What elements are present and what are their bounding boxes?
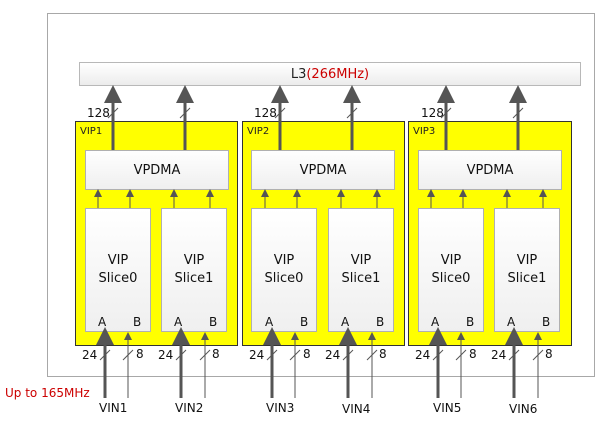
vip2-in0-width-a: 24 [249,348,265,362]
slice-line2: Slice1 [174,271,214,286]
vpdma-label: VPDMA [299,162,347,178]
slice-line1: VIP [350,253,372,268]
l3-frequency: (266MHz) [306,66,370,82]
vin-port-b-slash [532,349,544,361]
vip3-slice1-port-a: A [507,315,516,329]
vip1-slice1-port-b: B [209,315,218,329]
vpdma-label: VPDMA [466,162,514,178]
l3-interconnect: L3(266MHz) [79,62,581,86]
slice-line1: VIP [273,253,295,268]
slice-line2: Slice0 [98,271,138,286]
vip2-bus-slash [346,107,358,119]
vin-port-b-slash [455,349,467,361]
vin3-label: VIN3 [266,401,295,415]
vin-port-b-slash [366,349,378,361]
vip2-in0-width-b: 8 [303,347,311,361]
vin-port-a-slash [99,349,111,361]
vip1-slice0-port-b: B [133,315,142,329]
vip3-label: VIP3 [413,126,436,137]
l3-label: L3 [290,66,307,82]
slice-line2: Slice0 [264,271,304,286]
vip2-slice1-port-b: B [376,315,385,329]
vip1-slice0-port-a: A [98,315,107,329]
vip2-bus-width: 128 [254,106,277,120]
vin-port-a-slash [342,349,354,361]
vin-port-a-slash [508,349,520,361]
vip3-in1-width-b: 8 [545,347,553,361]
vip2-bus-slash [274,107,286,119]
vip2-vpdma: VPDMA [251,150,395,190]
vip1-in1-width-a: 24 [158,348,174,362]
vip3-slice1: VIP Slice1 [494,208,560,332]
vip3-slice0: VIP Slice0 [418,208,484,332]
vip2-slice0: VIP Slice0 [251,208,317,332]
vip1-vpdma: VPDMA [85,150,229,190]
vip1-bus-slash [107,107,119,119]
vin-port-b-slash [289,349,301,361]
vip2-in1-width-a: 24 [325,348,341,362]
vip1-slice1: VIP Slice1 [161,208,227,332]
vip3-slice0-port-a: A [431,315,440,329]
vip2-slice1-port-a: A [341,315,350,329]
vin4-label: VIN4 [342,402,371,416]
vip1-bus-width: 128 [87,106,110,120]
vpdma-label: VPDMA [133,162,181,178]
slice-line1: VIP [440,253,462,268]
vip1-slice1-port-a: A [174,315,183,329]
input-frequency-label: Up to 165MHz [5,386,90,400]
vip1-in1-width-b: 8 [212,347,220,361]
vip1-in0-width-a: 24 [82,348,98,362]
vip2-in1-width-b: 8 [379,347,387,361]
vin2-label: VIN2 [175,401,204,415]
vin-port-b-slash [122,349,134,361]
vip3-in1-width-a: 24 [491,348,507,362]
vip3-bus-slash [440,107,452,119]
slice-line2: Slice0 [431,271,471,286]
vin-port-b-slash [199,349,211,361]
vip2-slice0-port-a: A [265,315,274,329]
vip2-slice1: VIP Slice1 [328,208,394,332]
vin5-label: VIN5 [433,401,462,415]
slice-line2: Slice1 [341,271,381,286]
slice-line1: VIP [183,253,205,268]
vip1-bus-slash [179,107,191,119]
vin-port-a-slash [266,349,278,361]
vin-port-a-slash [432,349,444,361]
vin-port-a-slash [175,349,187,361]
vip3-bus-slash [512,107,524,119]
vin6-label: VIN6 [509,402,538,416]
slice-line1: VIP [107,253,129,268]
slice-line2: Slice1 [507,271,547,286]
vip3-in0-width-a: 24 [415,348,431,362]
vip3-vpdma: VPDMA [418,150,562,190]
vip3-slice0-port-b: B [466,315,475,329]
vip1-slice0: VIP Slice0 [85,208,151,332]
vip3-bus-width: 128 [421,106,444,120]
vip2-label: VIP2 [247,126,270,137]
vip3-slice1-port-b: B [542,315,551,329]
vip1-label: VIP1 [80,126,103,137]
vin1-label: VIN1 [99,401,128,415]
vip1-in0-width-b: 8 [136,347,144,361]
vip2-slice0-port-b: B [300,315,309,329]
vip3-in0-width-b: 8 [469,347,477,361]
slice-line1: VIP [516,253,538,268]
